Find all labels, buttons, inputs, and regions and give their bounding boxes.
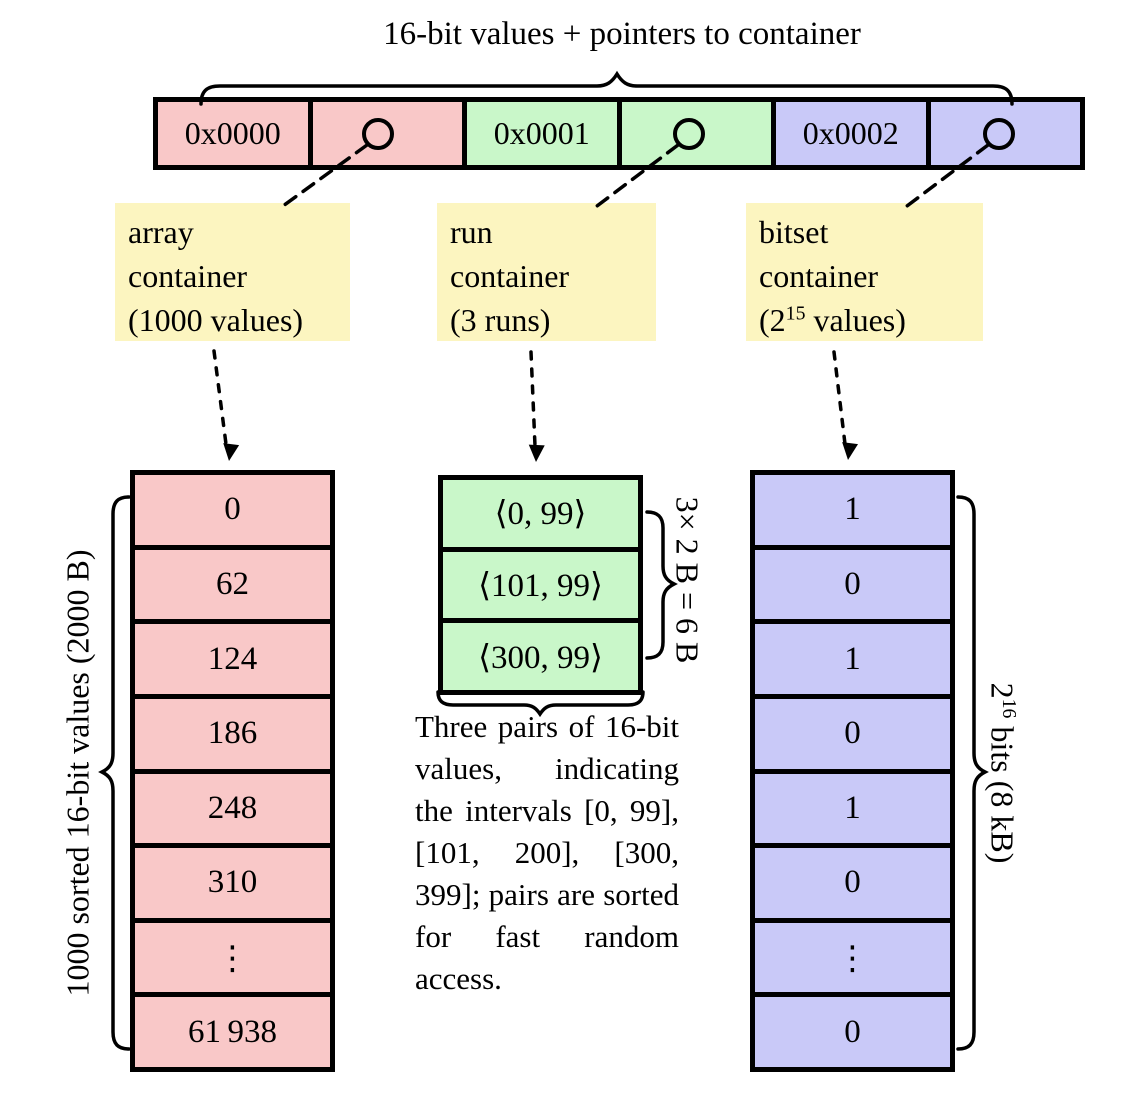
key-label: 0x0000	[184, 115, 281, 151]
array-cell: 186	[135, 693, 330, 769]
label-line: array	[128, 214, 194, 250]
key-label: 0x0001	[493, 115, 590, 151]
label-array-container: array container (1000 values)	[115, 203, 350, 341]
superscript: 15	[785, 302, 806, 325]
bitset-right-brace	[956, 495, 989, 1051]
array-cell: 0	[224, 491, 241, 528]
label-line: bitset	[759, 214, 829, 250]
run-brace-label: 3× 2 B = 6 B	[669, 496, 706, 664]
bitset-cell: 1	[844, 491, 861, 528]
pointer-cell-bitset	[925, 102, 1080, 165]
label-line: container	[450, 258, 570, 294]
keys-row: 0x0000 0x0001 0x0002	[153, 97, 1085, 170]
arrowhead-run	[528, 444, 545, 462]
run-cell: ⟨0, 99⟩	[494, 496, 587, 533]
arrowhead-array	[223, 443, 240, 461]
pointer-cell-run	[616, 102, 771, 165]
bitset-cell: 0	[755, 992, 950, 1067]
array-left-brace	[98, 495, 131, 1051]
bitset-brace-label: 216 bits (8 kB)	[984, 682, 1021, 864]
key-cell-0x0000: 0x0000	[158, 102, 308, 165]
array-cell: 124	[135, 619, 330, 694]
run-container-column: ⟨0, 99⟩ ⟨101, 99⟩ ⟨300, 99⟩	[438, 475, 643, 695]
bitset-container-column: 1 0 1 0 1 0 ⋮ 0	[750, 470, 955, 1072]
label-line: (3 runs)	[450, 302, 551, 338]
array-cell: 61 938	[135, 992, 330, 1067]
key-label: 0x0002	[802, 115, 899, 151]
array-cell-ellipsis: ⋮	[135, 917, 330, 993]
label-line: (1000 values)	[128, 302, 304, 338]
bitset-cell: 0	[755, 693, 950, 769]
label-bitset-container: bitset container (215 values)	[746, 203, 983, 341]
bitset-cell: 1	[755, 619, 950, 694]
bitset-cell: 1	[755, 768, 950, 844]
run-cell: ⟨300, 99⟩	[443, 618, 638, 690]
pointer-cell-array	[307, 102, 462, 165]
figure-title: 16-bit values + pointers to container	[383, 16, 861, 52]
array-brace-label: 1000 sorted 16-bit values (2000 B)	[59, 549, 96, 997]
array-cell: 310	[135, 843, 330, 918]
key-cell-0x0002: 0x0002	[771, 102, 926, 165]
bitset-cell: 0	[755, 843, 950, 918]
label-line: run	[450, 214, 493, 250]
run-note: Three pairs of 16-bit values, indicating…	[415, 709, 679, 996]
array-container-column: 0 62 124 186 248 310 ⋮ 61 938	[130, 470, 335, 1072]
label-line: container	[128, 258, 248, 294]
key-cell-0x0001: 0x0001	[462, 102, 617, 165]
label-run-container: run container (3 runs)	[437, 203, 656, 341]
arrowhead-bitset	[842, 442, 859, 460]
superscript: 16	[998, 698, 1021, 719]
label-line: (215 values)	[759, 302, 906, 338]
bitset-cell-ellipsis: ⋮	[755, 917, 950, 993]
bitset-cell: 0	[755, 544, 950, 620]
arrow-to-bitset-container	[832, 350, 847, 446]
arrow-to-run-container	[529, 350, 537, 448]
array-cell: 62	[135, 544, 330, 620]
arrow-to-array-container	[212, 349, 228, 446]
run-cell: ⟨101, 99⟩	[443, 546, 638, 619]
array-cell: 248	[135, 768, 330, 844]
label-line: container	[759, 258, 879, 294]
